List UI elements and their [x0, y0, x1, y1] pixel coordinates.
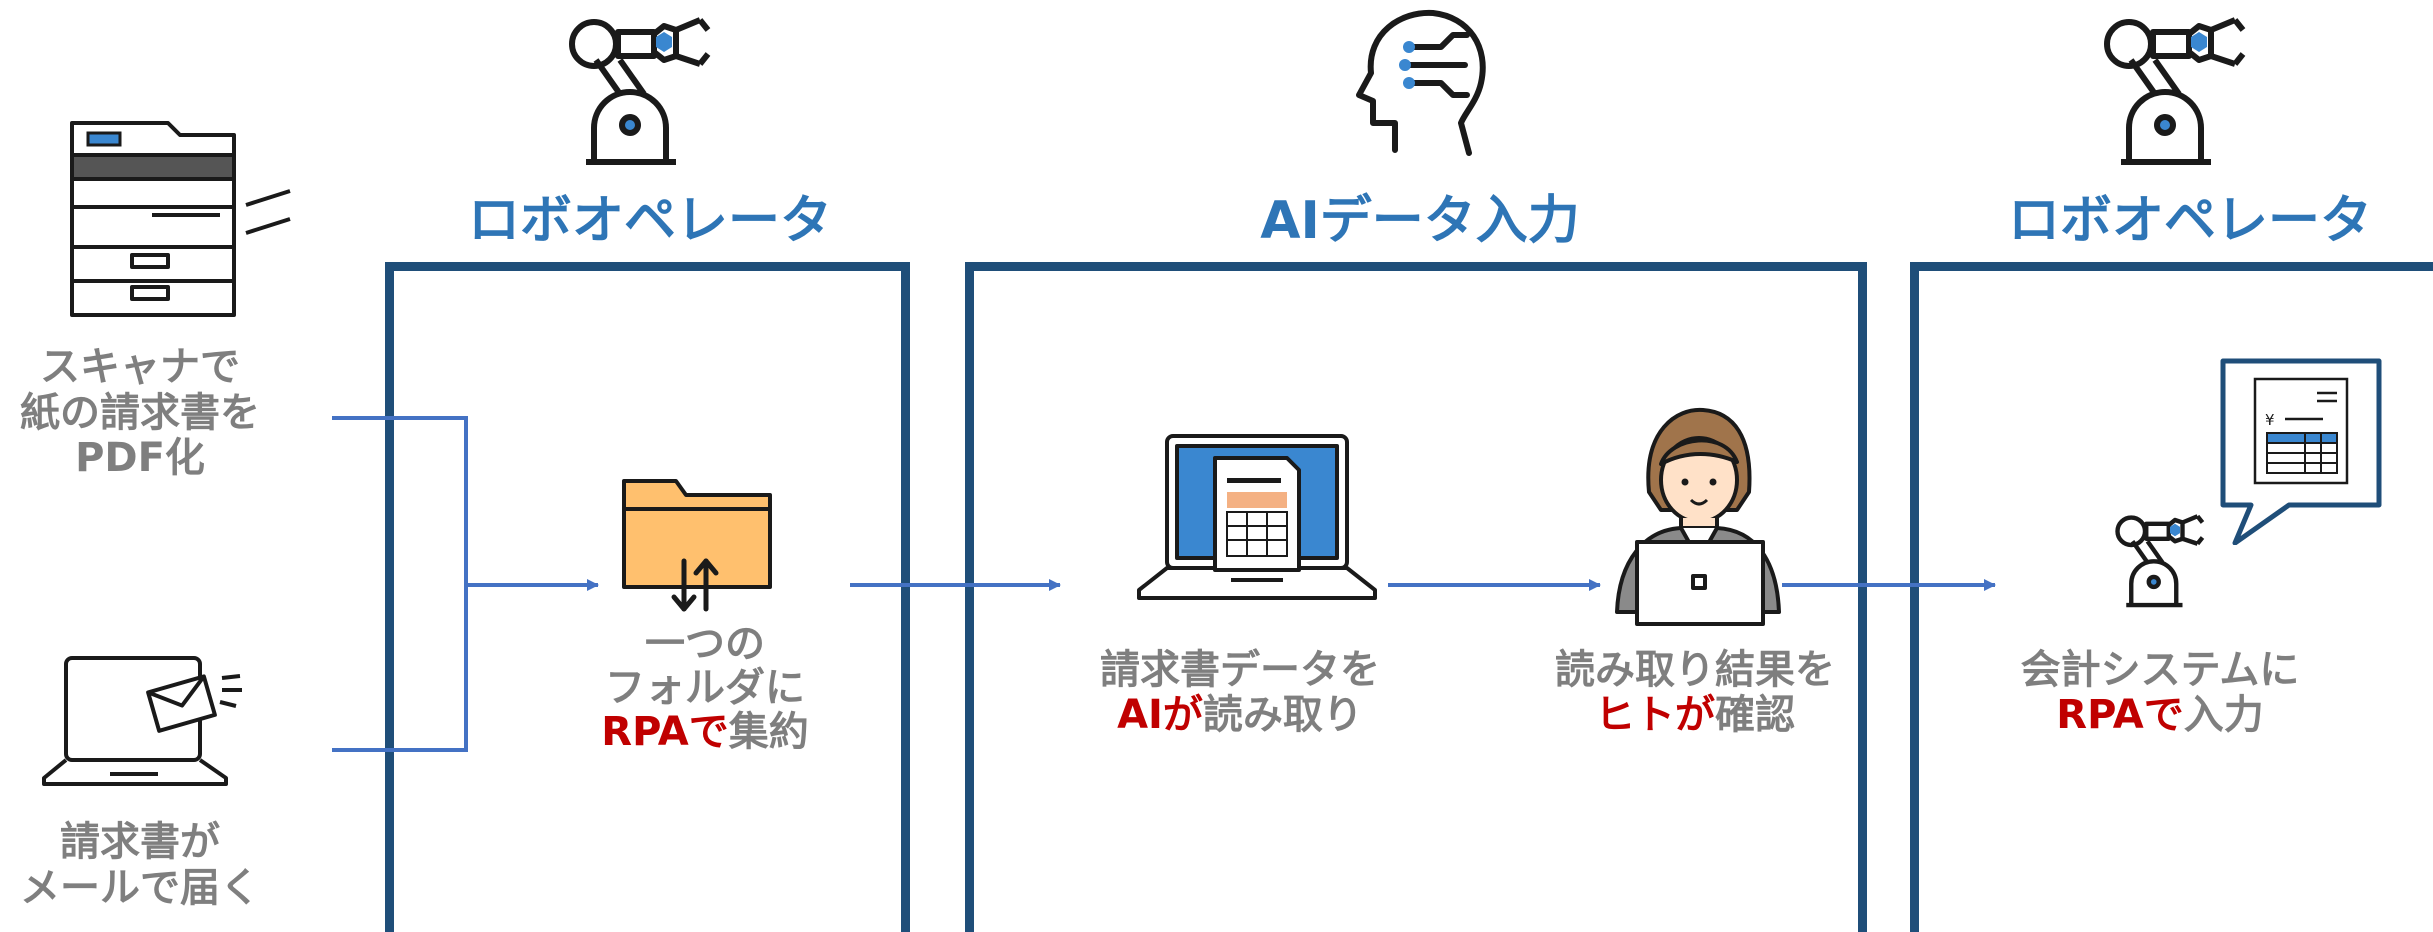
robot-arm-icon	[2104, 17, 2246, 165]
mail-label: 請求書が メールで届く	[0, 819, 280, 911]
rpa-highlight: RPAで	[2056, 691, 2184, 738]
accounting-step-line-1: 会計システムに	[2020, 647, 2300, 693]
ai-data-input-box	[965, 262, 1867, 932]
laptop-mail-icon	[42, 656, 242, 786]
folder-step-line-1: 一つの	[645, 621, 765, 667]
ai-read-step-action: 読み取り	[1202, 691, 1363, 738]
human-check-step-label: 読み取り結果を ヒトが確認	[1535, 648, 1855, 738]
scanner-label-line-1: スキャナで	[40, 344, 240, 390]
human-check-step-line-1: 読み取り結果を	[1555, 647, 1835, 693]
mail-label-line-2: メールで届く	[20, 864, 260, 911]
ai-head-icon	[1356, 9, 1486, 156]
rpa-highlight: RPAで	[601, 709, 729, 755]
accounting-step-action: 入力	[2183, 691, 2264, 738]
robo-operator-box-1	[385, 262, 910, 932]
robot-arm-icon	[569, 17, 711, 165]
folder-step-action: 集約	[728, 709, 809, 755]
scanner-label-line-3: PDF化	[75, 435, 205, 482]
svg-text:¥: ¥	[2265, 411, 2275, 429]
human-highlight: ヒトが	[1595, 691, 1715, 738]
scanner-icon	[70, 121, 291, 317]
folder-step-label: 一つの フォルダに RPAで集約	[560, 622, 850, 754]
accounting-step-label: 会計システムに RPAで入力	[2000, 648, 2320, 738]
section-title-ai-data-input: AIデータ入力	[1260, 191, 1580, 251]
folder-step-line-2: フォルダに	[605, 665, 805, 711]
section-title-robo-operator-2: ロボオペレータ	[2007, 191, 2372, 251]
ai-read-step-line-1: 請求書データを	[1100, 647, 1380, 693]
scanner-label-line-2: 紙の請求書を	[20, 389, 260, 436]
woman-laptop-icon	[1615, 407, 1781, 626]
robot-arm-icon	[2115, 514, 2205, 608]
scanner-label: スキャナで 紙の請求書を PDF化	[0, 344, 280, 482]
mail-label-line-1: 請求書が	[60, 819, 220, 865]
robo-operator-box-2	[1910, 262, 2433, 932]
ai-read-step-label: 請求書データを AIが読み取り	[1080, 648, 1400, 738]
ai-highlight: AIが	[1117, 691, 1203, 738]
invoice-bubble-icon: ¥	[2220, 358, 2382, 545]
folder-transfer-icon	[622, 479, 772, 612]
laptop-invoice-icon	[1137, 434, 1377, 600]
section-title-robo-operator-1: ロボオペレータ	[467, 191, 832, 251]
human-check-step-action: 確認	[1715, 691, 1795, 738]
